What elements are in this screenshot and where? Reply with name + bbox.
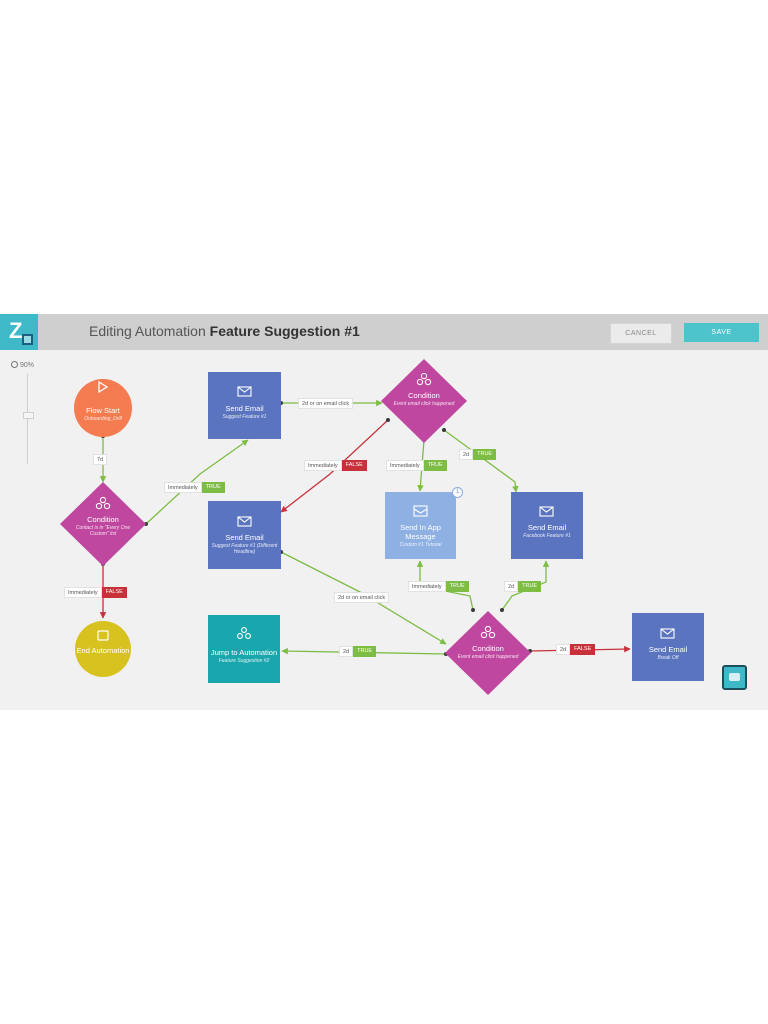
condition-node-3[interactable]: [445, 611, 531, 695]
condition-icon: [95, 496, 111, 510]
automation-editor: Z Editing Automation Feature Suggestion …: [0, 314, 768, 710]
jump-icon: [237, 627, 251, 639]
condition-icon: [416, 372, 432, 386]
true-badge: TRUE: [201, 482, 225, 493]
delay-label: Immediately: [304, 460, 342, 471]
notification-badge: 1: [452, 487, 463, 498]
edge-condition2-to-email3[interactable]: [443, 429, 519, 493]
magnifier-icon: [11, 361, 18, 368]
title-prefix: Editing Automation: [89, 323, 206, 339]
delay-label: 2d: [556, 644, 571, 655]
condition-node-1[interactable]: [60, 482, 146, 566]
edge-label-email1-cond2[interactable]: 2d or on email click: [298, 398, 354, 409]
delay-label: 2d: [459, 449, 474, 460]
logo-z-icon: Z: [9, 318, 23, 343]
edge-label-start-condition[interactable]: 7d: [93, 454, 108, 465]
save-button[interactable]: SAVE: [684, 323, 759, 342]
delay-label: 7d: [93, 454, 108, 465]
delay-label: 2d: [339, 646, 354, 657]
false-badge: FALSE: [341, 460, 367, 471]
false-badge: FALSE: [101, 587, 127, 598]
logo-square-icon: [22, 334, 33, 345]
condition-node-2[interactable]: [381, 359, 467, 443]
end-automation-node[interactable]: [75, 621, 131, 677]
play-icon: [98, 380, 109, 394]
delay-label: Immediately: [64, 587, 102, 598]
jump-to-automation-node[interactable]: [208, 615, 280, 683]
edge-condition2-to-email2[interactable]: [280, 419, 389, 513]
send-email-node-3[interactable]: [511, 492, 583, 559]
condition-icon: [480, 625, 496, 639]
delay-label: Immediately: [164, 482, 202, 493]
true-badge: TRUE: [353, 646, 377, 657]
true-badge: TRUE: [473, 449, 497, 460]
send-inapp-message-node[interactable]: [385, 492, 456, 559]
email-icon: [237, 516, 252, 527]
delay-label: Immediately: [386, 460, 424, 471]
delay-label: Immediately: [408, 581, 446, 592]
true-badge: TRUE: [518, 581, 542, 592]
send-email-node-1[interactable]: [208, 372, 281, 439]
email-icon: [660, 628, 675, 639]
zoom-level: 90%: [20, 362, 35, 369]
send-email-node-2[interactable]: [208, 501, 281, 569]
page-title: Editing Automation Feature Suggestion #1: [89, 323, 360, 339]
edge-label-email2-cond3[interactable]: 2d or on email click: [334, 592, 390, 603]
zoom-slider-handle[interactable]: [23, 412, 34, 419]
flow-canvas: [60, 359, 704, 695]
email-icon: [539, 506, 554, 517]
zoom-indicator: 90%: [11, 360, 34, 369]
email-icon: [237, 386, 252, 397]
delay-label: 2d: [504, 581, 519, 592]
inapp-message-icon: [413, 505, 428, 517]
zoom-slider-track[interactable]: [27, 374, 28, 464]
edge-condition1-to-email1[interactable]: [145, 439, 249, 525]
header-bar: Z Editing Automation Feature Suggestion …: [0, 314, 768, 350]
delay-label: 2d or on email click: [298, 398, 354, 409]
true-badge: TRUE: [445, 581, 469, 592]
send-email-node-4[interactable]: [632, 613, 704, 681]
chat-icon: [729, 673, 740, 681]
true-badge: TRUE: [423, 460, 447, 471]
automation-name: Feature Suggestion #1: [209, 323, 360, 339]
stop-icon: [97, 630, 109, 641]
delay-label: 2d or on email click: [334, 592, 390, 603]
chat-support-button[interactable]: [722, 665, 747, 690]
false-badge: FALSE: [570, 644, 596, 655]
app-logo[interactable]: Z: [0, 314, 38, 350]
cancel-button[interactable]: CANCEL: [610, 323, 672, 344]
flow-start-node[interactable]: [74, 379, 132, 437]
